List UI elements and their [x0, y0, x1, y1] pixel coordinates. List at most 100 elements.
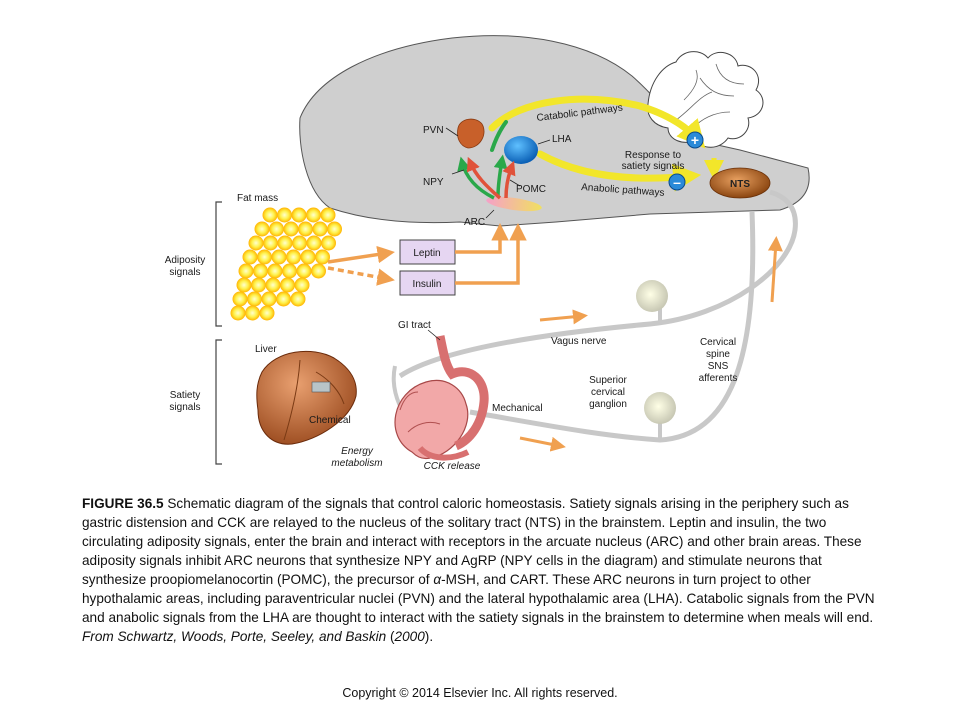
liver-organ: [256, 350, 357, 445]
fat-cell: [294, 277, 310, 293]
figure-caption: FIGURE 36.5 Schematic diagram of the sig…: [82, 494, 882, 646]
anabolic-pathway: [536, 150, 702, 192]
superior-cervical-label-1: Superior: [589, 375, 627, 386]
fat-cell: [263, 235, 278, 251]
fat-cell: [276, 291, 291, 307]
fat-cell: [321, 235, 336, 251]
energy-label-2: metabolism: [331, 458, 382, 469]
cervical-label-3: SNS: [708, 361, 729, 372]
npy-label: NPY: [423, 177, 444, 188]
fat-cell: [280, 277, 295, 293]
energy-label-1: Energy: [341, 446, 374, 457]
gi-tract-label: GI tract: [398, 320, 431, 331]
chemical-label: Chemical: [309, 415, 351, 426]
caption-year-close: ).: [424, 629, 434, 644]
spinal-afferents: [469, 211, 756, 443]
caption-year-open: (: [386, 629, 395, 644]
plus-icon: [686, 131, 704, 149]
fat-cell: [282, 263, 297, 279]
arc-label: ARC: [464, 217, 485, 228]
pvn-label: PVN: [423, 125, 444, 136]
response-label-2: satiety signals: [622, 161, 685, 172]
leptin-label: Leptin: [413, 248, 440, 259]
pomc-region: [486, 196, 542, 212]
mechanical-label: Mechanical: [492, 403, 543, 414]
fat-cell: [269, 221, 284, 237]
fat-cell: [291, 207, 307, 223]
green-projection: [490, 120, 508, 152]
figure-number: FIGURE 36.5: [82, 496, 164, 511]
copyright-notice: Copyright © 2014 Elsevier Inc. All right…: [342, 686, 618, 700]
fat-cell: [306, 235, 322, 251]
minus-icon: [668, 173, 686, 191]
pomc-label: POMC: [516, 184, 546, 195]
pvn-nucleus: [457, 118, 485, 149]
fat-cell: [267, 263, 283, 279]
minus-sign: –: [673, 174, 681, 190]
fat-cell: [230, 305, 246, 321]
fat-cell: [300, 249, 316, 265]
adiposity-label-1: Adiposity: [165, 255, 206, 266]
fat-cell: [315, 249, 330, 265]
fat-cell: [286, 249, 301, 265]
lha-label: LHA: [552, 134, 572, 145]
caption-source: From Schwartz, Woods, Porte, Seeley, and…: [82, 629, 387, 644]
satiety-label-1: Satiety: [170, 390, 201, 401]
fat-cell: [298, 221, 313, 237]
satiety-label-2: signals: [169, 402, 200, 413]
cervical-label-2: spine: [706, 349, 730, 360]
fat-cell: [242, 249, 258, 265]
fat-cell-cluster: [230, 207, 342, 321]
caption-alpha: α: [433, 572, 442, 587]
superior-cervical-ganglion-node: [644, 392, 676, 424]
fat-cell: [254, 221, 270, 237]
nodose-ganglion: [636, 280, 668, 312]
superior-cervical-label-3: ganglion: [589, 399, 627, 410]
satiety-bracket: [215, 339, 222, 465]
caption-text-1: Schematic diagram of the signals that co…: [82, 496, 862, 587]
nts-nucleus: [709, 167, 771, 199]
insulin-label: Insulin: [413, 279, 442, 290]
fat-cell: [311, 263, 326, 279]
nts-label: NTS: [730, 179, 750, 190]
fat-cell: [283, 221, 299, 237]
vagus-label: Vagus nerve: [551, 336, 607, 347]
fat-cell: [257, 249, 272, 265]
insulin-box: [399, 270, 456, 296]
plus-sign: +: [691, 132, 699, 148]
liver-label: Liver: [255, 344, 277, 355]
fat-cell: [245, 305, 260, 321]
cervical-label-4: afferents: [699, 373, 738, 384]
superior-cervical-label-2: cervical: [591, 387, 625, 398]
fat-cell: [296, 263, 312, 279]
fat-cell: [277, 235, 293, 251]
fat-cell: [236, 277, 252, 293]
vagus-nerve: [398, 189, 798, 379]
fat-cell: [261, 291, 277, 307]
fat-cell: [262, 207, 278, 223]
catabolic-pathway: [488, 95, 706, 149]
lha-nucleus: [504, 136, 538, 164]
leptin-box: [399, 239, 456, 265]
caption-text-2: -MSH, and CART. These ARC neurons in tur…: [82, 572, 875, 625]
fat-mass-label: Fat mass: [237, 193, 278, 204]
fat-cell: [271, 249, 287, 265]
fat-cell: [277, 207, 292, 223]
fat-cell: [327, 221, 342, 237]
fat-cell: [253, 263, 268, 279]
fat-cell: [238, 263, 254, 279]
adiposity-label-2: signals: [169, 267, 200, 278]
cck-release-label: CCK release: [424, 461, 481, 472]
fat-cell: [247, 291, 262, 307]
fat-cell: [292, 235, 307, 251]
fat-cell: [259, 305, 275, 321]
cervical-label-1: Cervical: [700, 337, 736, 348]
fat-cell: [232, 291, 248, 307]
fat-cell: [265, 277, 281, 293]
fat-cell: [248, 235, 264, 251]
fat-cell: [312, 221, 328, 237]
adiposity-bracket: [215, 201, 222, 327]
caption-year: 2000: [394, 629, 425, 644]
fat-cell: [251, 277, 266, 293]
homeostasis-diagram: + – PVN LHA NPY POMC ARC NTS Catabolic p…: [165, 35, 810, 472]
